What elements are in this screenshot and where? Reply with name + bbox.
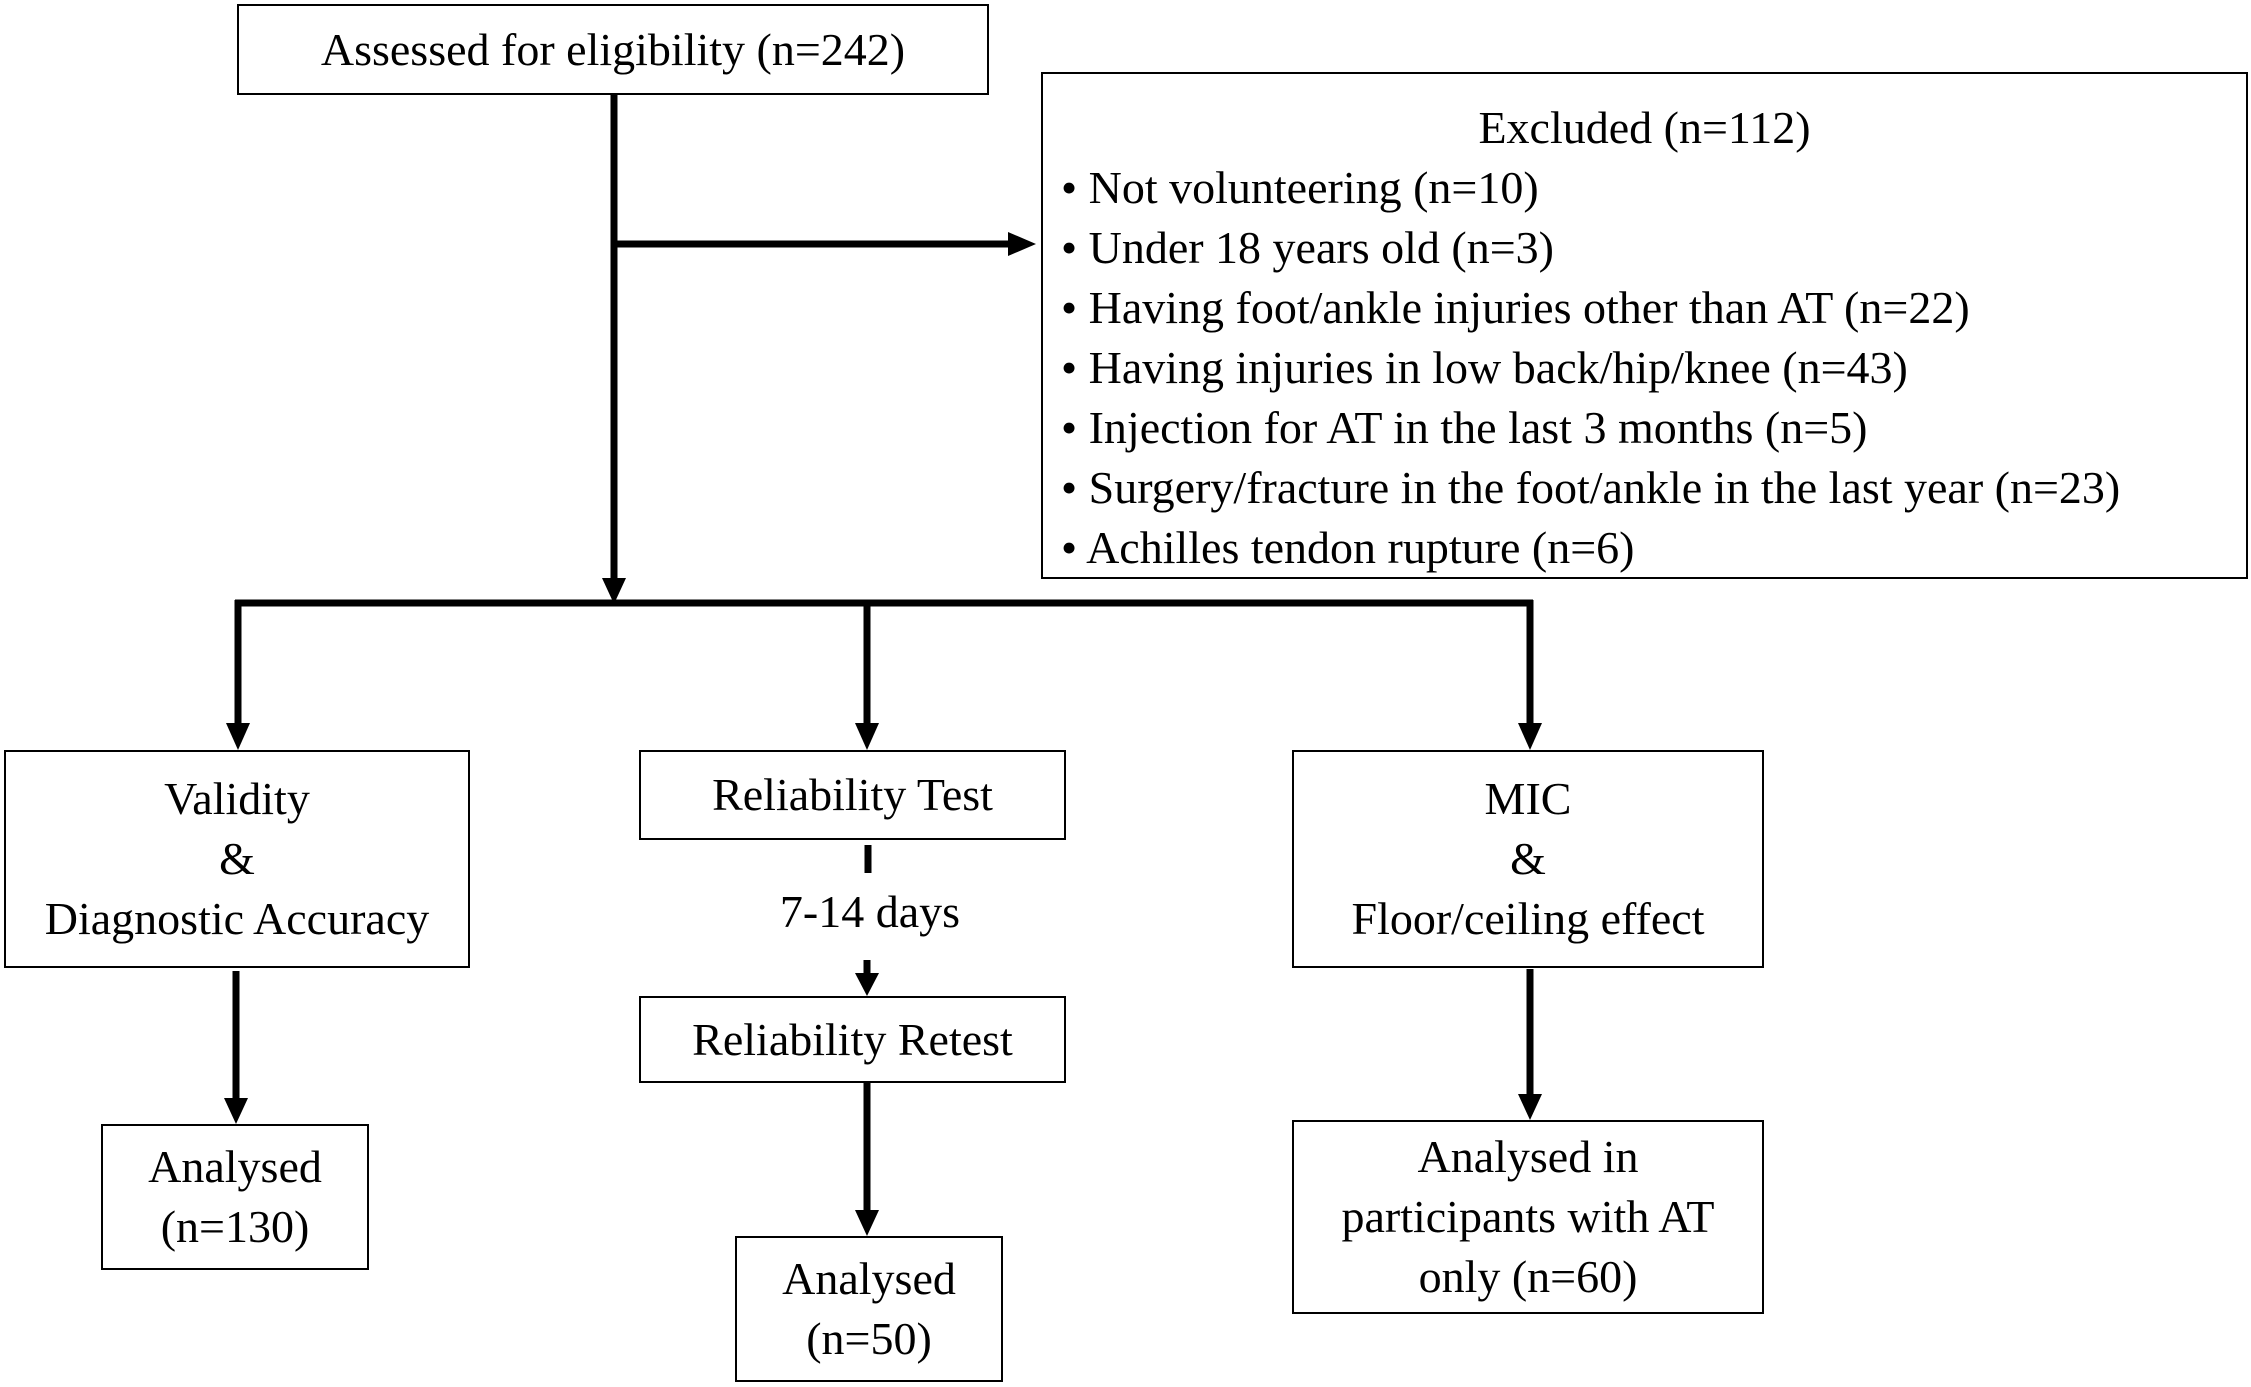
main-trunk-arrowhead (602, 578, 626, 604)
excluded-item: • Injection for AT in the last 3 months … (1061, 402, 1868, 453)
excluded-item: • Under 18 years old (n=3) (1061, 222, 1554, 273)
excluded-item: • Having injuries in low back/hip/knee (… (1061, 342, 1908, 393)
reliability-test-label: Reliability Test (712, 769, 993, 820)
validity-arrowhead (226, 723, 250, 750)
reliability-test-box: Reliability Test (639, 750, 1066, 840)
analysed-mic-box: Analysed in participants with AT only (n… (1292, 1120, 1764, 1314)
excluded-title: Excluded (n=112) (1478, 102, 1811, 153)
excluded-item: • Surgery/fracture in the foot/ankle in … (1061, 462, 2121, 513)
reliability-retest-label: Reliability Retest (692, 1013, 1013, 1065)
analysed-validity-box: Analysed (n=130) (101, 1124, 369, 1270)
analysed-mic-line1: Analysed in (1417, 1131, 1639, 1182)
validity-line3: Diagnostic Accuracy (44, 893, 430, 944)
analysed-validity-line2: (n=130) (160, 1201, 310, 1252)
interval-text: 7-14 days (779, 886, 961, 937)
validity-line2: & (219, 833, 255, 884)
analysed-validity-line1: Analysed (148, 1141, 322, 1192)
mic-to-analysed-arrowhead (1518, 1094, 1542, 1120)
assessed-label: Assessed for eligibility (n=242) (320, 23, 906, 75)
analysed-mic-line3: only (n=60) (1418, 1251, 1638, 1302)
reliability-arrowhead (855, 723, 879, 750)
validity-box: Validity & Diagnostic Accuracy (4, 750, 470, 968)
analysed-reliability-line1: Analysed (782, 1253, 956, 1304)
mic-arrowhead (1518, 723, 1542, 750)
validity-line1: Validity (164, 773, 310, 824)
analysed-reliability-box: Analysed (n=50) (735, 1236, 1003, 1382)
excluded-item: • Having foot/ankle injuries other than … (1061, 282, 1970, 333)
mic-line2: & (1510, 833, 1546, 884)
excluded-item: • Not volunteering (n=10) (1061, 162, 1539, 213)
interval-label: 7-14 days (700, 882, 1040, 942)
excluded-item: • Achilles tendon rupture (n=6) (1061, 522, 1635, 573)
reliability-retest-box: Reliability Retest (639, 996, 1066, 1083)
retest-to-analysed-arrowhead (855, 1210, 879, 1236)
mic-line3: Floor/ceiling effect (1351, 893, 1705, 944)
validity-to-analysed-arrowhead (224, 1098, 248, 1124)
analysed-reliability-line2: (n=50) (806, 1313, 932, 1364)
assessed-box: Assessed for eligibility (n=242) (237, 4, 989, 95)
mic-box: MIC & Floor/ceiling effect (1292, 750, 1764, 968)
analysed-mic-line2: participants with AT (1341, 1191, 1715, 1242)
interval-to-retest-arrowhead (855, 973, 879, 996)
exclusion-arrowhead (1008, 232, 1036, 256)
excluded-box: Excluded (n=112) • Not volunteering (n=1… (1041, 72, 2248, 579)
mic-line1: MIC (1484, 773, 1572, 824)
